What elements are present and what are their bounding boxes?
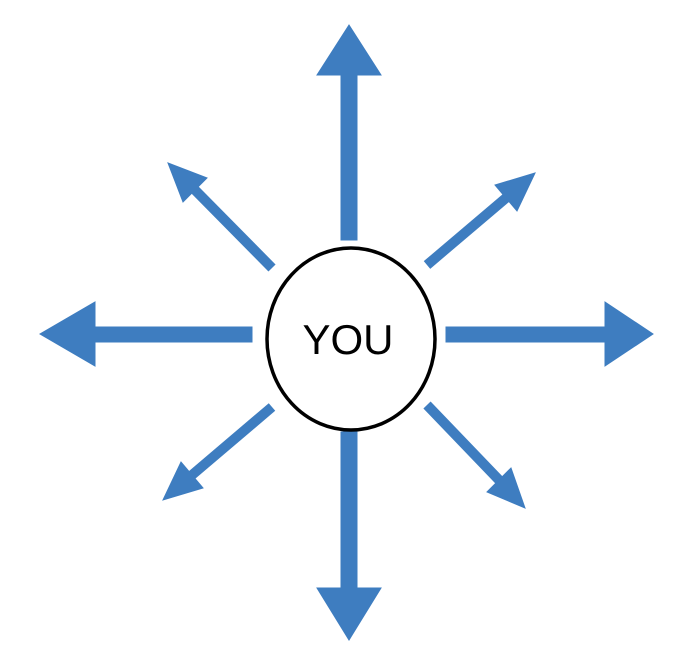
arrow-left-icon xyxy=(39,301,253,367)
arrow-up-icon xyxy=(316,24,382,241)
arrow-right-icon xyxy=(445,301,654,367)
arrow-down-left-icon xyxy=(162,403,276,501)
center-label: YOU xyxy=(302,316,393,363)
arrow-up-right-icon xyxy=(423,172,536,269)
arrow-down-icon xyxy=(316,431,382,641)
center-circle xyxy=(265,246,437,432)
arrow-up-left-icon xyxy=(167,162,276,272)
arrow-down-right-icon xyxy=(423,401,526,509)
